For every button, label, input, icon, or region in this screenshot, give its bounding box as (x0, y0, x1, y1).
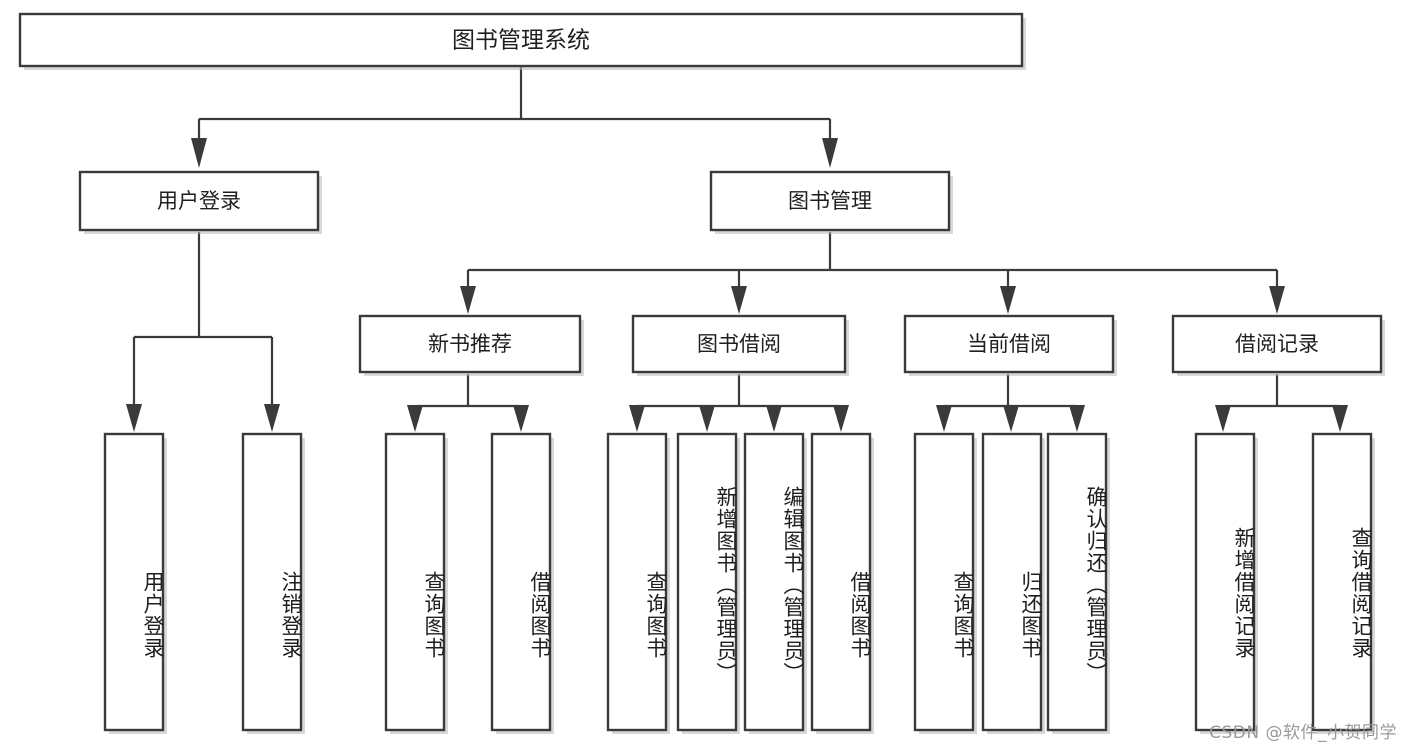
leaf-box-current-borrow-3[interactable] (1046, 432, 1108, 732)
leaf-box-book-borrow-2[interactable] (676, 432, 738, 732)
connectors-borrow-record-leaves (1215, 374, 1348, 432)
node-book-borrow-box[interactable] (631, 314, 847, 374)
node-borrow-record-box[interactable] (1171, 314, 1383, 374)
leaf-box-borrow-record-2[interactable] (1311, 432, 1373, 732)
arrow-head-leaf-book-borrow-3 (766, 405, 782, 432)
connectors-root-to-level1 (191, 66, 838, 168)
leaf-boxes-user-login (103, 432, 305, 734)
arrow-head-leaf-new-book-1 (407, 405, 423, 432)
arrow-head-leaf-current-borrow-1 (936, 405, 952, 432)
arrow-head-new-book (460, 286, 476, 314)
leaf-boxes-borrow-record (1194, 432, 1375, 734)
leaf-box-book-borrow-4[interactable] (810, 432, 872, 732)
node-new-book-box[interactable] (358, 314, 582, 374)
node-book-manage-box[interactable] (709, 170, 951, 232)
leaf-boxes-book-borrow (606, 432, 874, 734)
node-root-label: 图书管理系统 (452, 28, 590, 54)
node-user-login[interactable]: 用户登录 (78, 170, 322, 234)
leaf-boxes-new-book (384, 432, 554, 734)
node-book-borrow-label: 图书借阅 (697, 332, 781, 356)
node-new-book[interactable]: 新书推荐 (358, 314, 584, 376)
connectors-user-login-leaves (126, 232, 280, 432)
node-book-manage[interactable]: 图书管理 (709, 170, 953, 234)
arrow-head-leaf-user-login-2 (264, 404, 280, 432)
arrow-head-leaf-book-borrow-2 (699, 405, 715, 432)
leaf-box-book-borrow-1[interactable] (606, 432, 668, 732)
leaf-box-current-borrow-1[interactable] (913, 432, 975, 732)
node-book-borrow[interactable]: 图书借阅 (631, 314, 849, 376)
arrow-head-book-manage (822, 138, 838, 168)
node-root-box[interactable] (18, 12, 1024, 68)
node-user-login-label: 用户登录 (157, 189, 241, 213)
node-book-manage-label: 图书管理 (788, 189, 872, 213)
connectors-book-manage-to-level2 (460, 232, 1285, 314)
leaf-boxes-current-borrow (913, 432, 1110, 734)
leaf-box-new-book-1[interactable] (384, 432, 446, 732)
connectors-book-borrow-leaves (629, 374, 849, 432)
node-borrow-record-label: 借阅记录 (1235, 332, 1319, 356)
arrow-head-leaf-borrow-record-2 (1332, 405, 1348, 432)
leaf-box-user-login-2[interactable] (241, 432, 303, 732)
arrow-head-user-login (191, 138, 207, 168)
node-user-login-box[interactable] (78, 170, 320, 232)
node-root[interactable]: 图书管理系统 (18, 12, 1026, 70)
node-borrow-record[interactable]: 借阅记录 (1171, 314, 1385, 376)
arrow-head-book-borrow (731, 286, 747, 314)
leaf-box-book-borrow-3[interactable] (743, 432, 805, 732)
arrow-head-leaf-current-borrow-3 (1069, 405, 1085, 432)
connectors-new-book-leaves (407, 374, 529, 432)
arrow-head-leaf-borrow-record-1 (1215, 405, 1231, 432)
arrow-head-current-borrow (1000, 286, 1016, 314)
leaf-box-user-login-1[interactable] (103, 432, 165, 732)
node-current-borrow-box[interactable] (903, 314, 1115, 374)
arrow-head-leaf-current-borrow-2 (1003, 405, 1019, 432)
leaf-box-current-borrow-2[interactable] (981, 432, 1043, 732)
arrow-head-leaf-book-borrow-1 (629, 405, 645, 432)
leaf-box-new-book-2[interactable] (490, 432, 552, 732)
arrow-head-leaf-user-login-1 (126, 404, 142, 432)
connectors-current-borrow-leaves (936, 374, 1085, 432)
node-new-book-label: 新书推荐 (428, 332, 512, 356)
watermark-label: CSDN @软件_小贺同学 (1209, 723, 1397, 743)
node-current-borrow-label: 当前借阅 (967, 332, 1051, 356)
arrow-head-leaf-book-borrow-4 (833, 405, 849, 432)
node-current-borrow[interactable]: 当前借阅 (903, 314, 1117, 376)
arrow-head-borrow-record (1269, 286, 1285, 314)
arrow-head-leaf-new-book-2 (513, 405, 529, 432)
leaf-box-borrow-record-1[interactable] (1194, 432, 1256, 732)
